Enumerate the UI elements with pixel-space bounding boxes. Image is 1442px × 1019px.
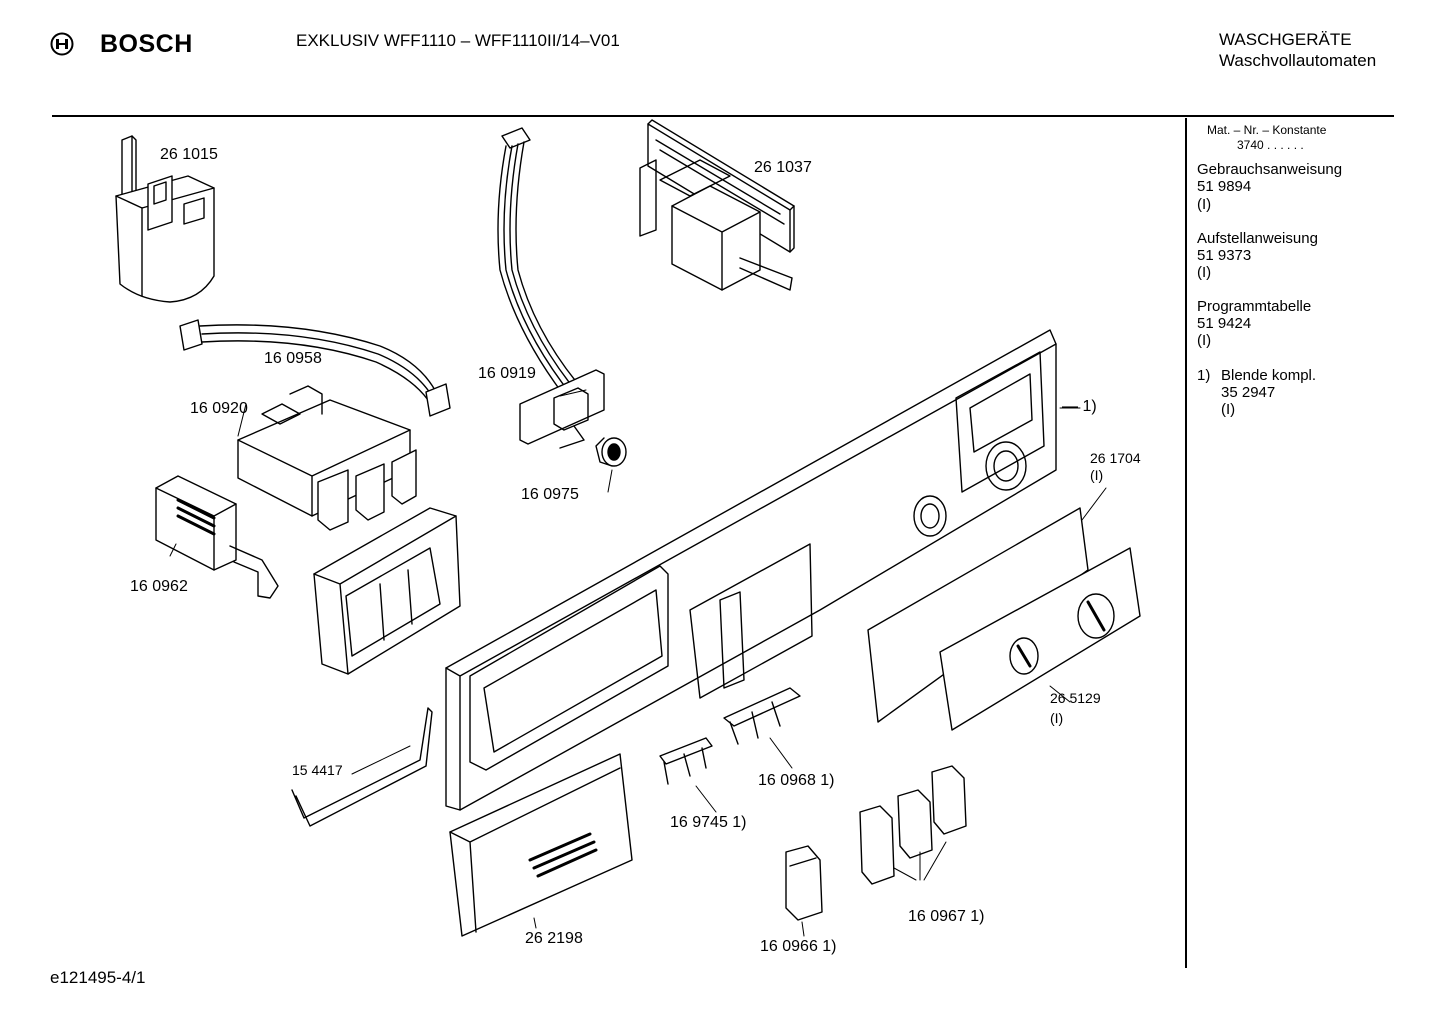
- control-module-part: [639, 119, 795, 291]
- doc-number: 51 9424: [1197, 315, 1252, 332]
- document-code: e121495-4/1: [50, 968, 146, 987]
- sidebar-divider: [1185, 118, 1187, 968]
- clip-part: [659, 737, 713, 785]
- knob-panel-part: [939, 547, 1141, 731]
- rod-part: [291, 707, 433, 827]
- model-title: EXKLUSIV WFF1110 – WFF1110II/14–V01: [296, 31, 620, 50]
- doc-title: Programmtabelle: [1197, 298, 1312, 315]
- mat-nr-label: Mat. – Nr. – Konstante: [1207, 123, 1327, 137]
- part-number-label: 16 0968 1): [758, 772, 835, 789]
- leader-lines: [169, 389, 1107, 937]
- doc-title: Aufstellanweisung: [1197, 230, 1318, 247]
- part-number-label: 16 9745 1): [670, 814, 747, 831]
- footnote-marker: 1): [1197, 367, 1211, 384]
- push-buttons-part: [859, 765, 967, 885]
- drawer-handle-part: [449, 753, 633, 937]
- part-number-label: 26 2198: [525, 930, 583, 947]
- control-panel-part: [445, 329, 1057, 811]
- push-button-part: [785, 845, 823, 921]
- part-number-label: 26 5129: [1050, 690, 1101, 706]
- part-number-label: 26 1704: [1090, 450, 1141, 466]
- footnote-title: Blende kompl.: [1221, 367, 1317, 384]
- part-number-label: 16 0920: [190, 400, 248, 417]
- category-subtitle: Waschvollautomaten: [1219, 51, 1377, 70]
- part-number-label: 16 0962: [130, 578, 188, 595]
- part-number-label: 26 1037: [754, 159, 812, 176]
- part-note-label: (I): [1050, 710, 1064, 726]
- part-number-label: 16 0958: [264, 350, 322, 367]
- doc-note: (I): [1197, 196, 1212, 213]
- footnote-note: (I): [1221, 401, 1236, 418]
- bosch-logo-icon: [50, 32, 74, 56]
- category-title: WASCHGERÄTE: [1219, 30, 1352, 49]
- part-number-label: 16 0967 1): [908, 908, 985, 925]
- exploded-parts-diagram: [115, 119, 1141, 937]
- mat-nr-value: 3740 . . . . . .: [1237, 138, 1304, 152]
- part-number-label: — 1): [1062, 398, 1097, 415]
- part-number-label: 16 0975: [521, 486, 579, 503]
- switch-frame-part: [313, 507, 461, 675]
- suppressor-capacitor-part: [115, 135, 215, 303]
- part-number-label: 15 4417: [292, 762, 343, 778]
- doc-number: 51 9894: [1197, 178, 1252, 195]
- doc-number: 51 9373: [1197, 247, 1252, 264]
- clips-part: [723, 687, 801, 745]
- doc-title: Gebrauchsanweisung: [1197, 161, 1343, 178]
- footnote-number: 35 2947: [1221, 384, 1276, 401]
- flat-cable-part: [179, 319, 451, 417]
- cable-switch-board-part: [497, 127, 627, 467]
- brand-name: BOSCH: [100, 30, 193, 58]
- part-number-label: 16 0966 1): [760, 938, 837, 955]
- doc-note: (I): [1197, 332, 1212, 349]
- doc-note: (I): [1197, 264, 1212, 281]
- switch-block-part: [237, 385, 417, 531]
- part-number-label: 16 0919: [478, 365, 536, 382]
- panel-overlay-part: [867, 507, 1089, 723]
- header-divider: [52, 115, 1394, 117]
- power-switch-part: [155, 475, 279, 599]
- part-note-label: (I): [1090, 467, 1104, 483]
- part-number-label: 26 1015: [160, 146, 218, 163]
